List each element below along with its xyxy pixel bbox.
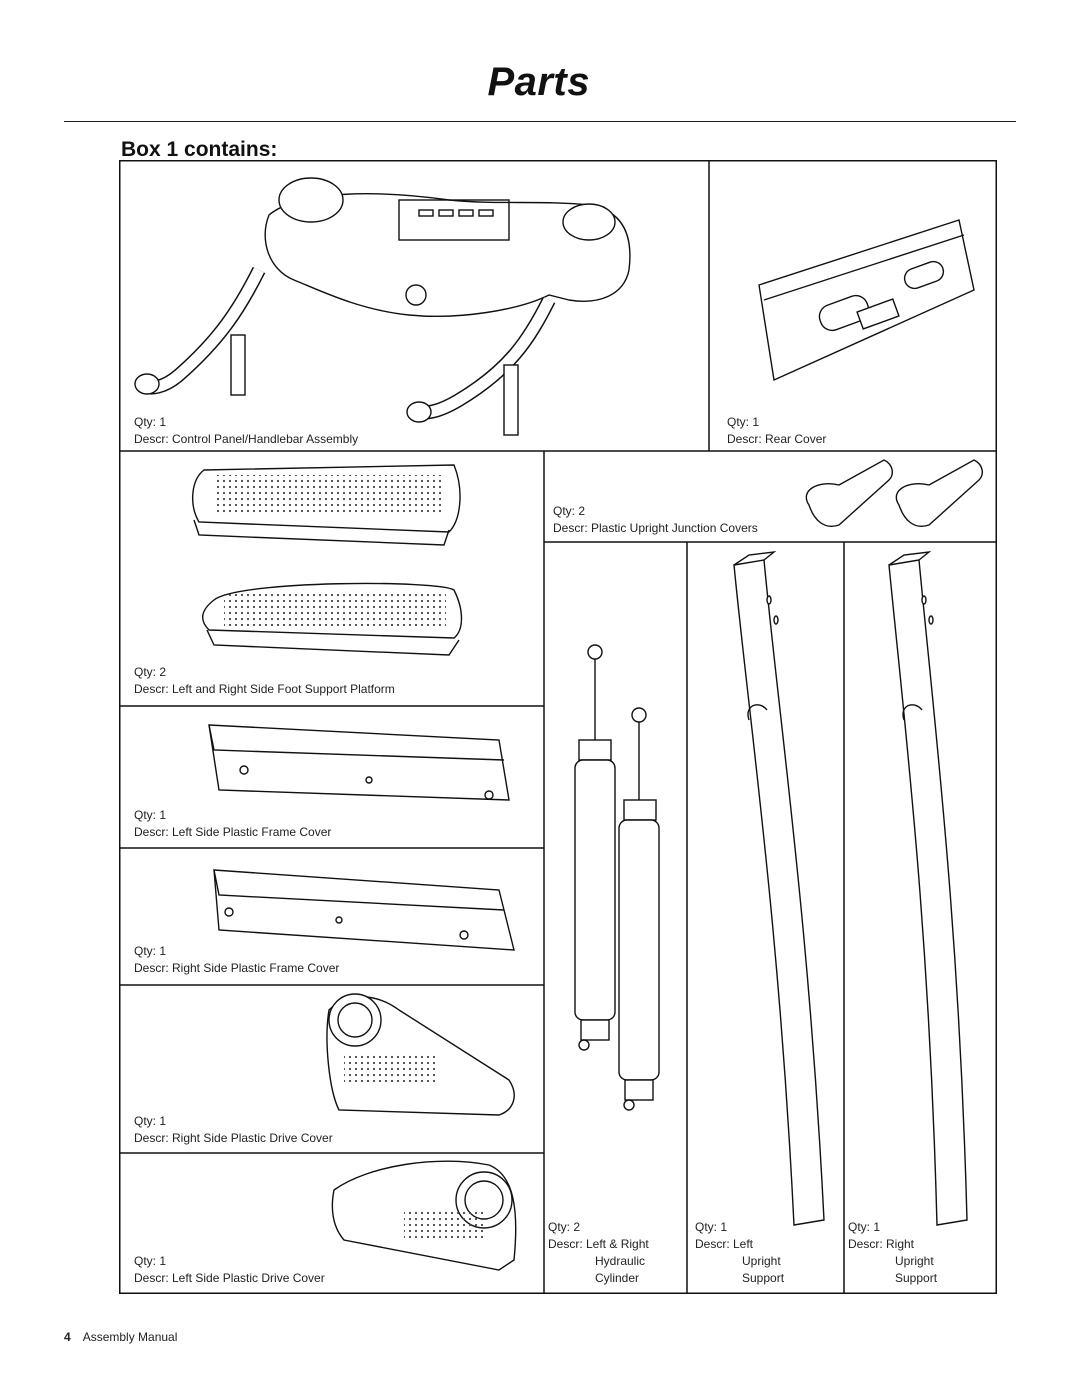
section-heading: Box 1 contains: (121, 138, 278, 161)
left-upright-illustration (733, 551, 825, 1226)
part-qty: Qty: 2 (553, 504, 586, 518)
part-caption-foot-platform: Qty: 2 Descr: Left and Right Side Foot S… (134, 664, 395, 698)
part-qty: Qty: 1 (134, 1254, 167, 1268)
part-qty: Qty: 2 (548, 1220, 581, 1234)
part-descr: Upright (742, 1254, 781, 1268)
part-descr: Support (895, 1271, 938, 1285)
part-caption-right-drive-cover: Qty: 1 Descr: Right Side Plastic Drive C… (134, 1113, 333, 1147)
part-qty: Qty: 1 (134, 415, 167, 429)
part-caption-hydraulic-cylinder: Qty: 2 Descr: Left & Right Hydraulic Cyl… (548, 1219, 649, 1287)
part-descr: Descr: Left Side Plastic Frame Cover (134, 825, 332, 839)
left-drive-cover-illustration (331, 1160, 517, 1271)
left-frame-cover-illustration (208, 724, 510, 801)
part-descr: Descr: Control Panel/Handlebar Assembly (134, 432, 359, 446)
part-descr: Support (742, 1271, 785, 1285)
part-descr: Descr: Right Side Plastic Drive Cover (134, 1131, 333, 1145)
part-descr: Descr: Rear Cover (727, 432, 827, 446)
right-drive-cover-illustration (326, 993, 515, 1116)
part-qty: Qty: 1 (134, 808, 167, 822)
part-descr: Descr: Right Side Plastic Frame Cover (134, 961, 340, 975)
part-caption-left-upright: Qty: 1 Descr: Left Upright Support (695, 1219, 784, 1287)
part-qty: Qty: 1 (134, 944, 167, 958)
part-qty: Qty: 1 (848, 1220, 881, 1234)
part-descr: Hydraulic (595, 1254, 646, 1268)
right-upright-illustration (888, 551, 968, 1226)
right-frame-cover-illustration (213, 869, 515, 951)
foot-platforms-illustration (192, 464, 463, 656)
part-caption-left-drive-cover: Qty: 1 Descr: Left Side Plastic Drive Co… (134, 1253, 325, 1287)
part-caption-right-frame-cover: Qty: 1 Descr: Right Side Plastic Frame C… (134, 943, 339, 977)
part-caption-right-upright: Qty: 1 Descr: Right Upright Support (848, 1219, 937, 1287)
part-caption-left-frame-cover: Qty: 1 Descr: Left Side Plastic Frame Co… (134, 807, 331, 841)
part-descr: Upright (895, 1254, 934, 1268)
control-panel-handlebar-illustration (134, 177, 631, 436)
part-descr: Descr: Left and Right Side Foot Support … (134, 682, 395, 696)
part-qty: Qty: 1 (727, 415, 760, 429)
parts-grid (119, 160, 997, 1294)
part-descr: Descr: Left & Right (548, 1237, 649, 1251)
part-caption-junction-covers: Qty: 2 Descr: Plastic Upright Junction C… (553, 503, 758, 537)
title-rule (64, 121, 1016, 122)
part-qty: Qty: 1 (695, 1220, 728, 1234)
hydraulic-cylinders-illustration (574, 644, 660, 1111)
part-caption-control-panel: Qty: 1 Descr: Control Panel/Handlebar As… (134, 414, 358, 448)
part-qty: Qty: 1 (134, 1114, 167, 1128)
footer-label: Assembly Manual (82, 1330, 178, 1344)
junction-covers-illustration (805, 459, 983, 527)
rear-cover-illustration (758, 219, 975, 382)
part-descr: Descr: Plastic Upright Junction Covers (553, 521, 758, 535)
part-qty: Qty: 2 (134, 665, 167, 679)
page-title: Parts (487, 60, 590, 104)
page-footer: 4 Assembly Manual (64, 1330, 177, 1344)
part-descr: Descr: Left (695, 1237, 754, 1251)
part-descr: Descr: Left Side Plastic Drive Cover (134, 1271, 325, 1285)
page-number: 4 (64, 1330, 71, 1344)
part-descr: Cylinder (595, 1271, 640, 1285)
part-descr: Descr: Right (848, 1237, 915, 1251)
part-caption-rear-cover: Qty: 1 Descr: Rear Cover (727, 414, 826, 448)
